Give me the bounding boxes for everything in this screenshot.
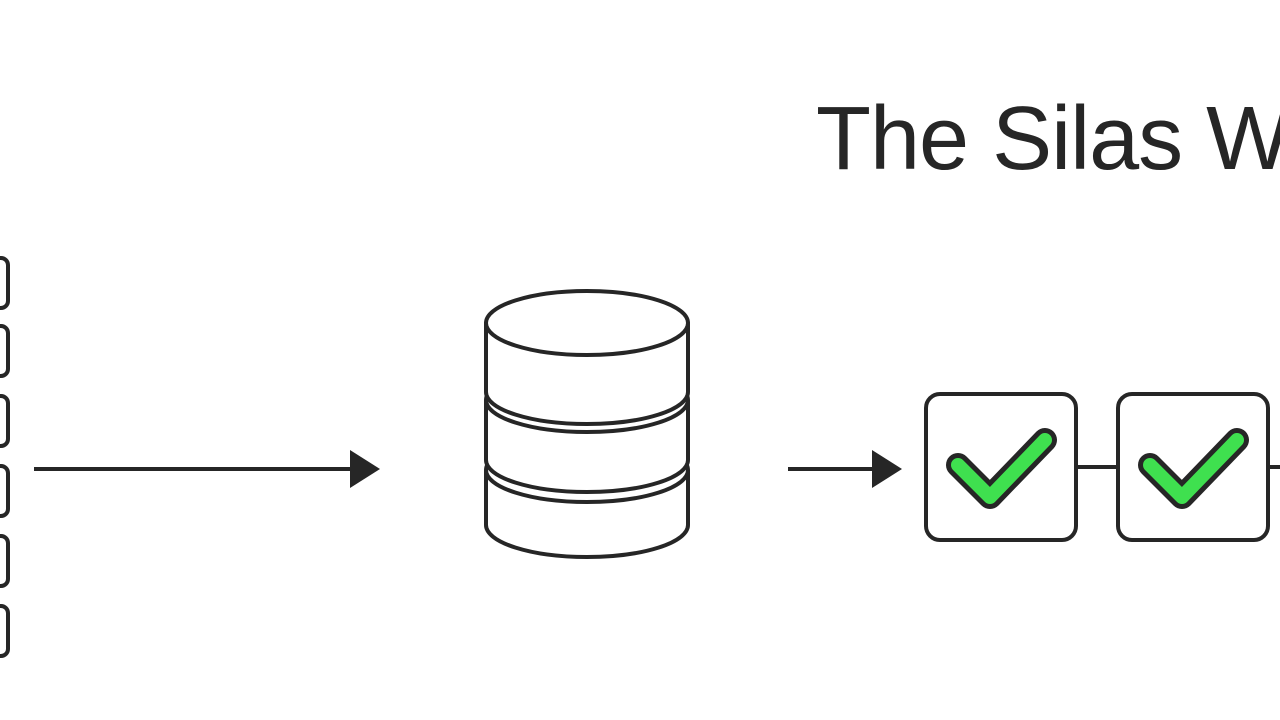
- arrow-right-icon: [788, 450, 902, 488]
- stack-item: [0, 324, 10, 378]
- stack-item: [0, 464, 10, 518]
- stack-item: [0, 256, 10, 310]
- checkmark-icon: [1143, 433, 1244, 504]
- check-box: [924, 392, 1078, 542]
- database-icon: [484, 289, 690, 559]
- arrow-right-icon: [34, 450, 380, 488]
- document-stack-icon: [0, 256, 10, 658]
- verified-checklist-icon: [924, 392, 1280, 542]
- stack-item: [0, 394, 10, 448]
- checkmark-icon: [951, 433, 1052, 504]
- stack-item: [0, 604, 10, 658]
- check-box: [1116, 392, 1270, 542]
- stack-item: [0, 534, 10, 588]
- diagram-title: The Silas W: [816, 89, 1280, 189]
